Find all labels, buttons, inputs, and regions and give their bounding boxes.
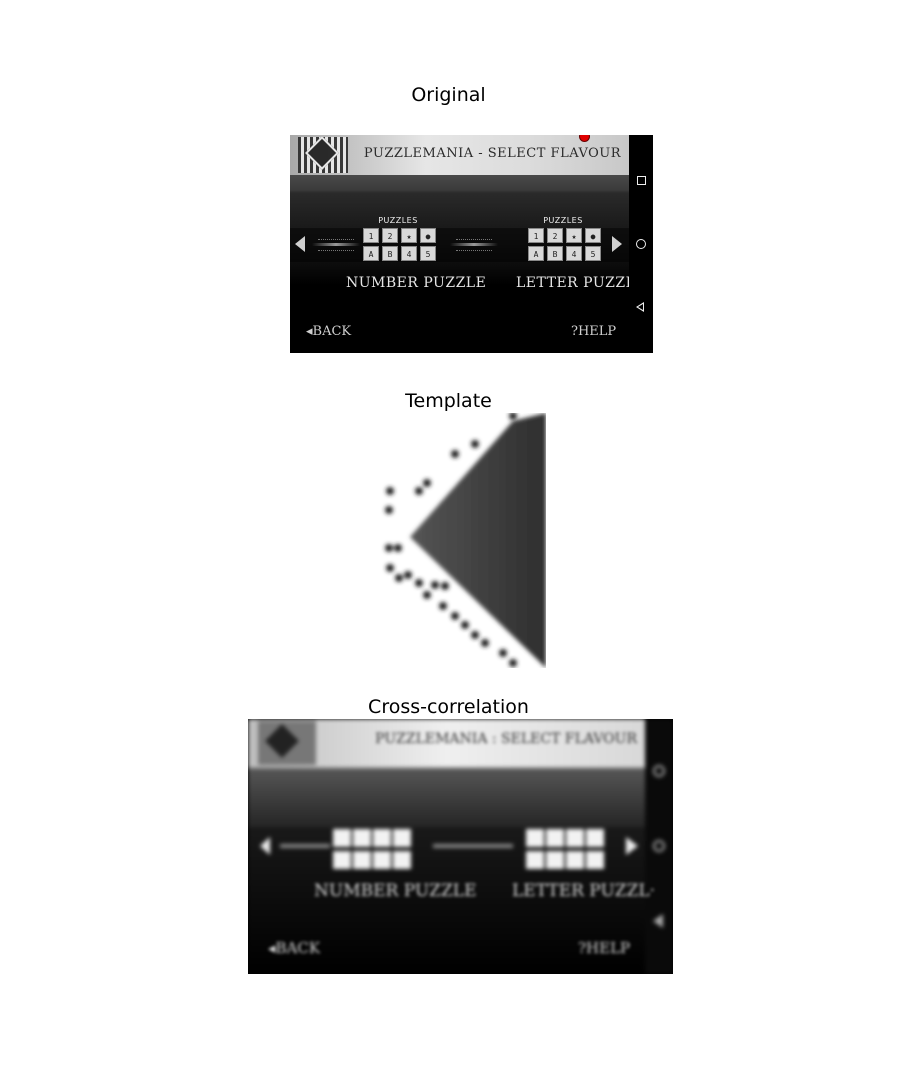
- puzzle-tile: ★: [566, 228, 582, 243]
- puzzle-tile: 5: [585, 246, 601, 261]
- banner-title: PUZZLEMANIA : SELECT FLAVOUR: [375, 731, 637, 747]
- android-nav-bar: [629, 135, 653, 353]
- number-puzzle-label[interactable]: NUMBER PUZZLE: [346, 275, 487, 291]
- original-title: Original: [411, 84, 486, 106]
- swirl-decoration: [450, 239, 498, 251]
- puzzle-tile: 1: [528, 228, 544, 243]
- puzzle-tile: ●: [420, 228, 436, 243]
- cross-correlation-image: PUZZLEMANIA : SELECT FLAVOUR NUMBER PUZZ…: [248, 719, 673, 974]
- option-header: PUZZLES: [543, 216, 583, 225]
- puzzle-tile: 2: [382, 228, 398, 243]
- template-title: Template: [405, 390, 492, 412]
- swirl-decoration: [312, 239, 360, 251]
- puzzle-tile: ●: [585, 228, 601, 243]
- correlation-svg: [248, 719, 673, 974]
- logo-icon: [298, 136, 348, 173]
- puzzle-tile: ★: [401, 228, 417, 243]
- puzzle-tile: 4: [401, 246, 417, 261]
- puzzle-tile: B: [382, 246, 398, 261]
- puzzle-tile: A: [363, 246, 379, 261]
- puzzle-tile: A: [528, 246, 544, 261]
- back-button[interactable]: ◂BACK: [306, 324, 352, 339]
- banner-title: PUZZLEMANIA - SELECT FLAVOUR: [363, 146, 621, 161]
- puzzle-tile: 4: [566, 246, 582, 261]
- letter-puzzle-label[interactable]: LETTER PUZZL·: [516, 275, 629, 291]
- letter-puzzle-label: LETTER PUZZL·: [512, 881, 656, 901]
- option-header: PUZZLES: [378, 216, 418, 225]
- number-puzzle-label: NUMBER PUZZLE: [314, 881, 477, 901]
- cross-correlation-title: Cross-correlation: [368, 696, 529, 718]
- home-icon[interactable]: [636, 239, 646, 249]
- right-arrow-icon[interactable]: [612, 236, 622, 252]
- help-label: ?HELP: [578, 939, 631, 957]
- template-image: [375, 413, 546, 668]
- puzzle-tile: 1: [363, 228, 379, 243]
- recents-icon[interactable]: [637, 176, 646, 185]
- help-button[interactable]: ?HELP: [571, 324, 617, 339]
- template-svg: [385, 413, 546, 668]
- arrow-shape: [410, 413, 546, 668]
- correlation-labels: PUZZLEMANIA : SELECT FLAVOUR NUMBER PUZZ…: [248, 719, 673, 974]
- puzzle-tile: 5: [420, 246, 436, 261]
- banner: PUZZLEMANIA - SELECT FLAVOUR: [290, 135, 629, 175]
- match-marker: [579, 135, 590, 142]
- puzzle-tile: B: [547, 246, 563, 261]
- back-nav-icon[interactable]: [636, 302, 644, 312]
- dot-edge: [385, 413, 517, 667]
- puzzle-tile: 2: [547, 228, 563, 243]
- left-arrow-icon[interactable]: [295, 236, 305, 252]
- back-label: ◂BACK: [268, 939, 321, 957]
